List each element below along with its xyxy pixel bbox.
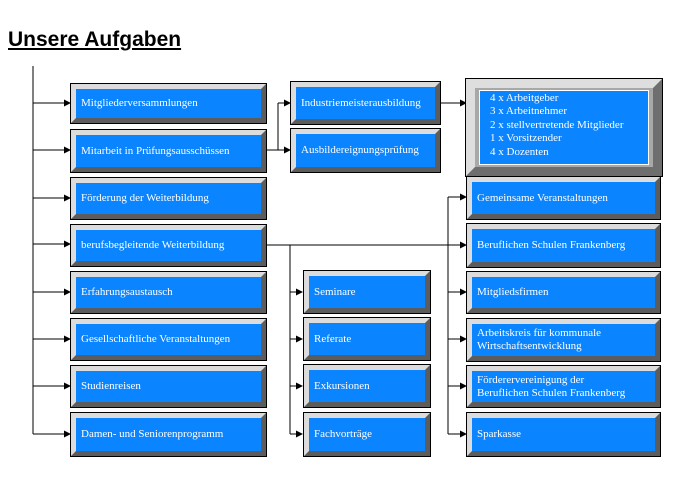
task-box-pruefungsausschuesse: Mitarbeit in Prüfungsausschüssen (70, 129, 267, 173)
exam-committee-members: 4 x Arbeitgeber 3 x Arbeitnehmer 2 x ste… (465, 78, 663, 177)
exam-box-industriemeister: Industriemeisterausbildung (290, 81, 441, 125)
partner-box-mitgliedsfirmen: Mitgliedsfirmen (466, 271, 661, 314)
partner-box-arbeitskreis: Arbeitskreis für kommunale Wirtschaftsen… (466, 318, 661, 362)
member-line: 2 x stellvertretende Mitglieder (490, 118, 624, 131)
task-box-damen-seniorenprogramm: Damen- und Seniorenprogramm (70, 412, 267, 457)
task-box-gesellschaftliche-veranstaltungen: Gesellschaftliche Veranstaltungen (70, 318, 267, 361)
exam-box-ausbildereignung: Ausbildereignungsprüfung (290, 128, 441, 173)
member-line: 4 x Dozenten (490, 145, 549, 158)
partner-box-foerderervereinigung: Fördererver­einigung der Beruflichen Sch… (466, 365, 661, 408)
task-box-erfahrungsaustausch: Erfahrungsaustausch (70, 271, 267, 314)
format-box-seminare: Seminare (303, 270, 431, 314)
member-line: 1 x Vorsitzender (490, 132, 562, 145)
partner-box-berufliche-schulen: Beruflichen Schulen Frankenberg (466, 223, 661, 268)
partner-box-gemeinsame-veranstaltungen: Gemeinsame Veranstaltungen (466, 176, 661, 220)
task-box-studienreisen: Studienreisen (70, 365, 267, 408)
format-box-exkursionen: Exkursionen (303, 364, 431, 408)
task-box-mitgliederversammlungen: Mitgliederversammlungen (70, 83, 267, 124)
member-line: 4 x Arbeitgeber (490, 92, 559, 104)
member-line: 3 x Arbeitnehmer (490, 105, 567, 118)
page-title: Unsere Aufgaben (8, 28, 182, 51)
partner-box-sparkasse: Sparkasse (466, 412, 661, 457)
task-box-foerderung-weiterbildung: Förderung der Weiterbildung (70, 177, 267, 220)
format-box-referate: Referate (303, 317, 431, 361)
task-box-berufsbegleitende-weiterbildung: berufsbegleitende Weiterbildung (70, 224, 267, 267)
format-box-fachvortraege: Fachvorträge (303, 412, 431, 457)
